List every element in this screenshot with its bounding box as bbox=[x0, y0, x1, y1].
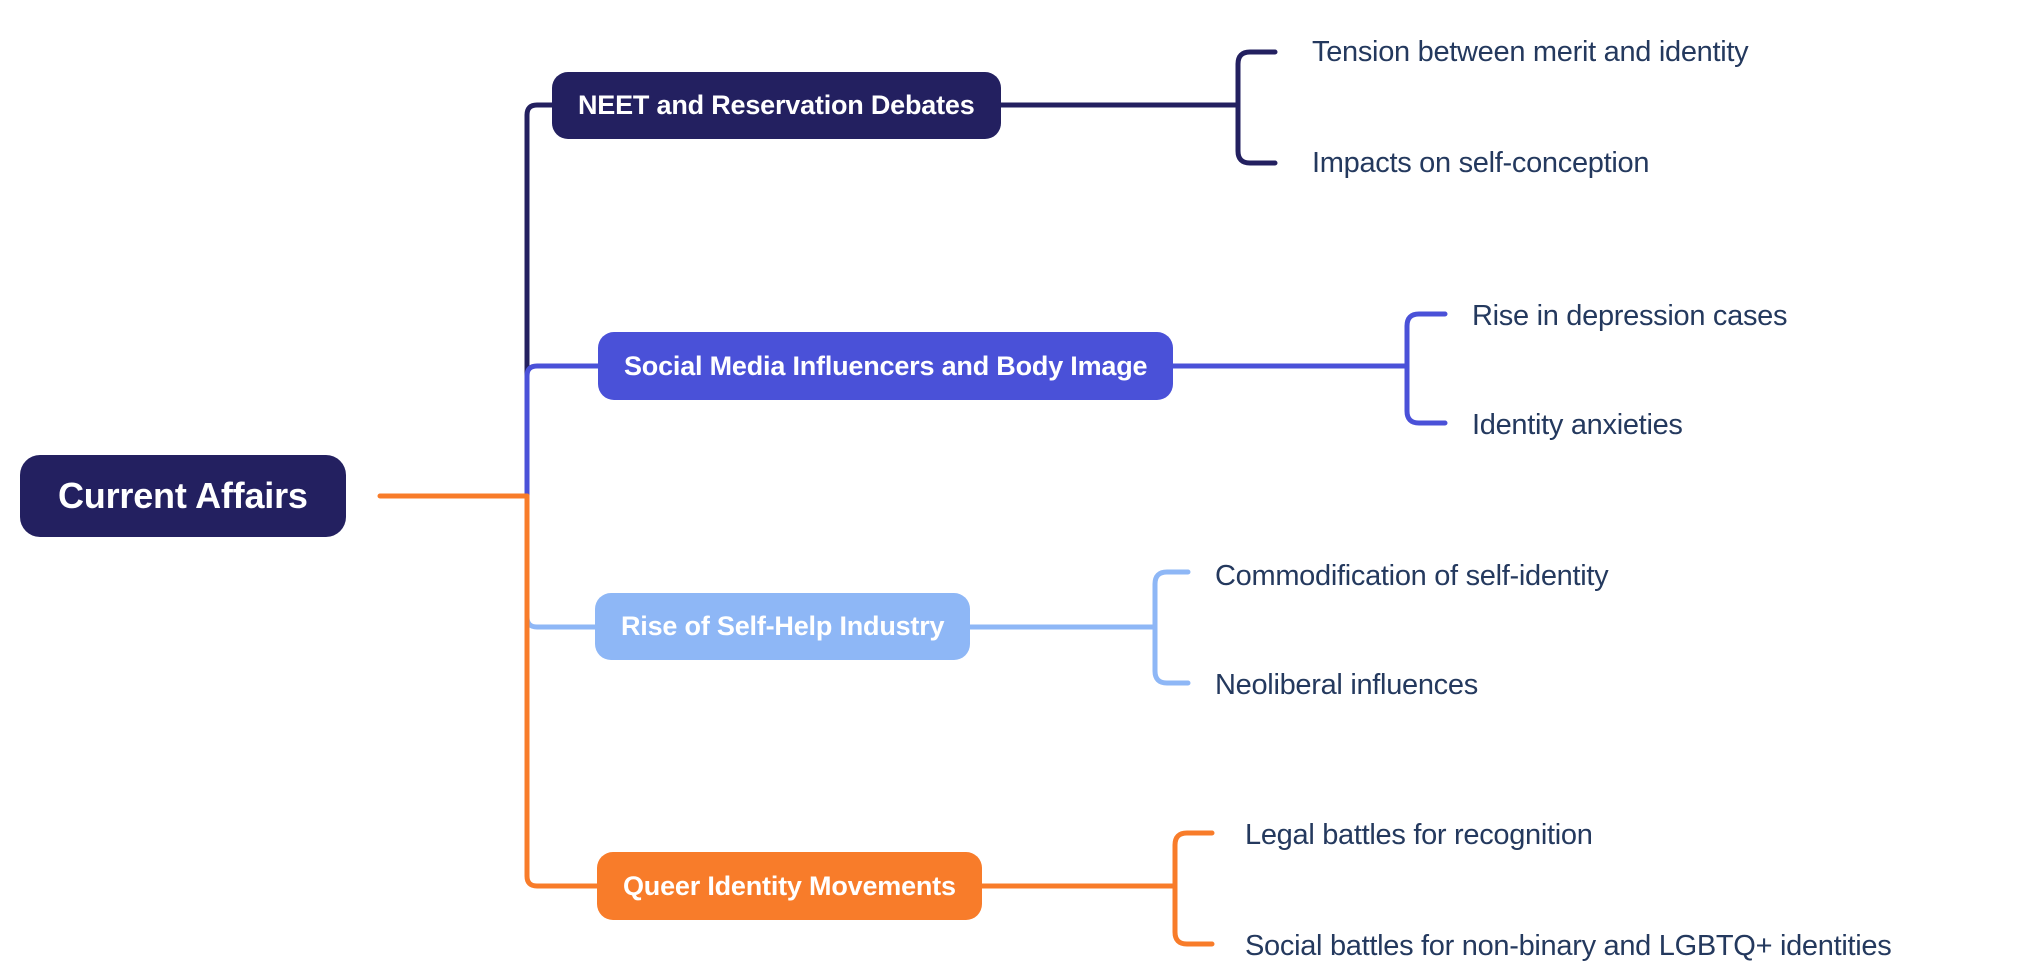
leaf-node-social-battles[interactable]: Social battles for non-binary and LGBTQ+… bbox=[1245, 930, 1892, 962]
branch-node-selfhelp[interactable]: Rise of Self-Help Industry bbox=[595, 593, 971, 660]
branch-node-socialmedia[interactable]: Social Media Influencers and Body Image bbox=[598, 332, 1174, 400]
branch-node-neet[interactable]: NEET and Reservation Debates bbox=[552, 72, 1001, 139]
branch-node-queer[interactable]: Queer Identity Movements bbox=[597, 852, 982, 920]
leaf-node-self-conception[interactable]: Impacts on self-conception bbox=[1312, 147, 1650, 179]
leaf-node-neoliberal[interactable]: Neoliberal influences bbox=[1215, 669, 1478, 701]
leaf-node-depression[interactable]: Rise in depression cases bbox=[1472, 300, 1788, 332]
connector-branch-queer bbox=[524, 493, 1215, 947]
leaf-node-commodification[interactable]: Commodification of self-identity bbox=[1215, 560, 1609, 592]
leaf-node-legal-battles[interactable]: Legal battles for recognition bbox=[1245, 819, 1593, 851]
leaf-node-identity-anxieties[interactable]: Identity anxieties bbox=[1472, 409, 1683, 441]
connector-branch-socialmedia bbox=[524, 311, 1448, 499]
leaf-node-merit-identity[interactable]: Tension between merit and identity bbox=[1312, 36, 1749, 68]
root-node[interactable]: Current Affairs bbox=[20, 455, 346, 537]
connector-branch-neet bbox=[524, 49, 1278, 499]
